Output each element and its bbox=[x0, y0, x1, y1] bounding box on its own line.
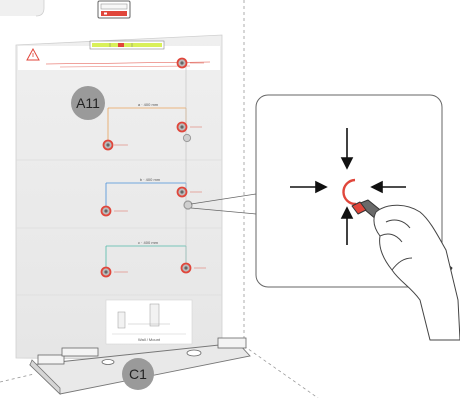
screw-marker-highlighted bbox=[184, 201, 192, 209]
base-caption: Wall / Mount bbox=[138, 337, 161, 342]
guide-label-bottom: c · 400 mm bbox=[138, 240, 159, 245]
screw-marker bbox=[178, 188, 187, 197]
guide-label-top: a · 400 mm bbox=[138, 102, 159, 107]
screw-marker bbox=[102, 207, 111, 216]
screw-marker bbox=[104, 141, 113, 150]
base-marker-badge: C1 bbox=[122, 358, 154, 390]
base-marker-label: C1 bbox=[129, 366, 147, 382]
previous-step-tab bbox=[0, 0, 44, 16]
sheet-footer-panel: Wall / Mount bbox=[106, 300, 192, 344]
level-tool-icon bbox=[98, 1, 130, 18]
guide-label-middle: b · 400 mm bbox=[140, 177, 161, 182]
spirit-level-icon bbox=[90, 41, 164, 49]
screw-marker bbox=[182, 264, 191, 273]
screw-marker bbox=[178, 59, 187, 68]
screw-marker bbox=[183, 134, 190, 141]
sheet-marker-label: A11 bbox=[76, 95, 100, 111]
sheet-marker-badge: A11 bbox=[71, 86, 105, 120]
screw-marker bbox=[178, 123, 187, 132]
screw-marker bbox=[102, 268, 111, 277]
